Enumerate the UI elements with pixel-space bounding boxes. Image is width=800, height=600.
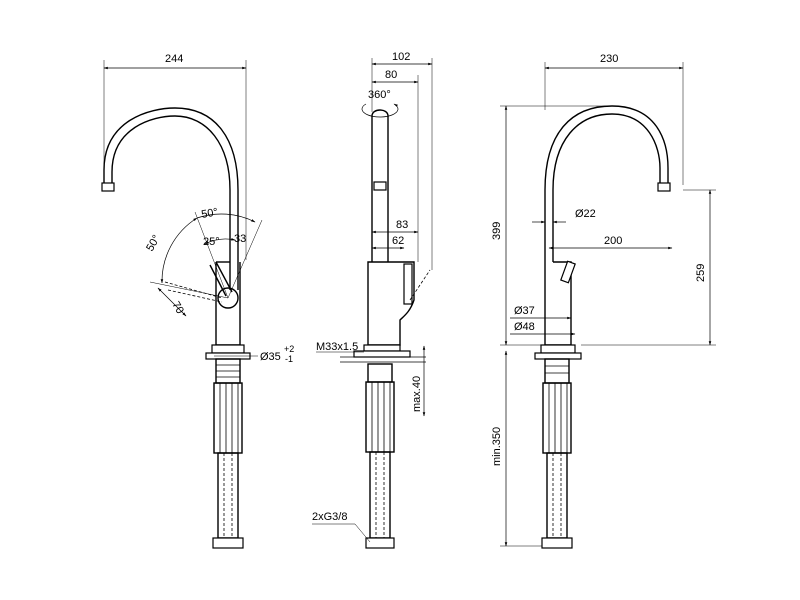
- spout-diameter-label: Ø22: [575, 208, 596, 220]
- right-shank: [541, 358, 573, 549]
- right-body: [534, 260, 582, 360]
- hole-diameter-label: Ø35: [260, 351, 281, 363]
- lever-reach-label: 83: [396, 219, 408, 231]
- hole-tol-minus: -1: [285, 354, 293, 364]
- side-spout: [371, 109, 389, 262]
- side-view: 102 80 360° 83 62 M33x1.5 max.40 2xG3/8: [312, 51, 433, 549]
- side-depth-total-label: 102: [392, 51, 410, 63]
- side-shank: [365, 363, 395, 549]
- thread-label: M33x1.5: [316, 341, 358, 353]
- front-shank: [212, 358, 244, 549]
- base-diameter-label: Ø48: [514, 321, 535, 333]
- right-width-label: 230: [600, 53, 618, 65]
- hose-connection-label: 2xG3/8: [312, 511, 347, 523]
- spout-reach-label: 200: [604, 235, 622, 247]
- lever-length-label: 70: [169, 300, 186, 317]
- offset-right-label: 33: [234, 233, 246, 245]
- hole-tol-plus: +2: [284, 344, 294, 354]
- max-counter-label: max.40: [411, 376, 423, 412]
- rotation-label: 360°: [368, 89, 391, 101]
- side-depth-spout-label: 80: [385, 69, 397, 81]
- height-total-label: 399: [491, 222, 503, 240]
- angle-inner-label: 25°: [203, 236, 220, 248]
- angle-upper-label: 50°: [200, 206, 218, 221]
- side-body: [340, 261, 431, 363]
- front-width-label: 244: [165, 53, 183, 65]
- right-view: 230 399 Ø22 200 259 Ø37 Ø48 min.350: [491, 53, 716, 549]
- front-view: 244 50° 50° 25° 33 70 Ø35 +2 -1: [101, 53, 294, 549]
- spout-height-label: 259: [695, 264, 707, 282]
- front-spout: [101, 107, 239, 290]
- hose-length-label: min.350: [491, 427, 503, 466]
- angle-left-label: 50°: [144, 233, 163, 253]
- body-diameter-label: Ø37: [514, 305, 535, 317]
- lever-offset-label: 62: [392, 235, 404, 247]
